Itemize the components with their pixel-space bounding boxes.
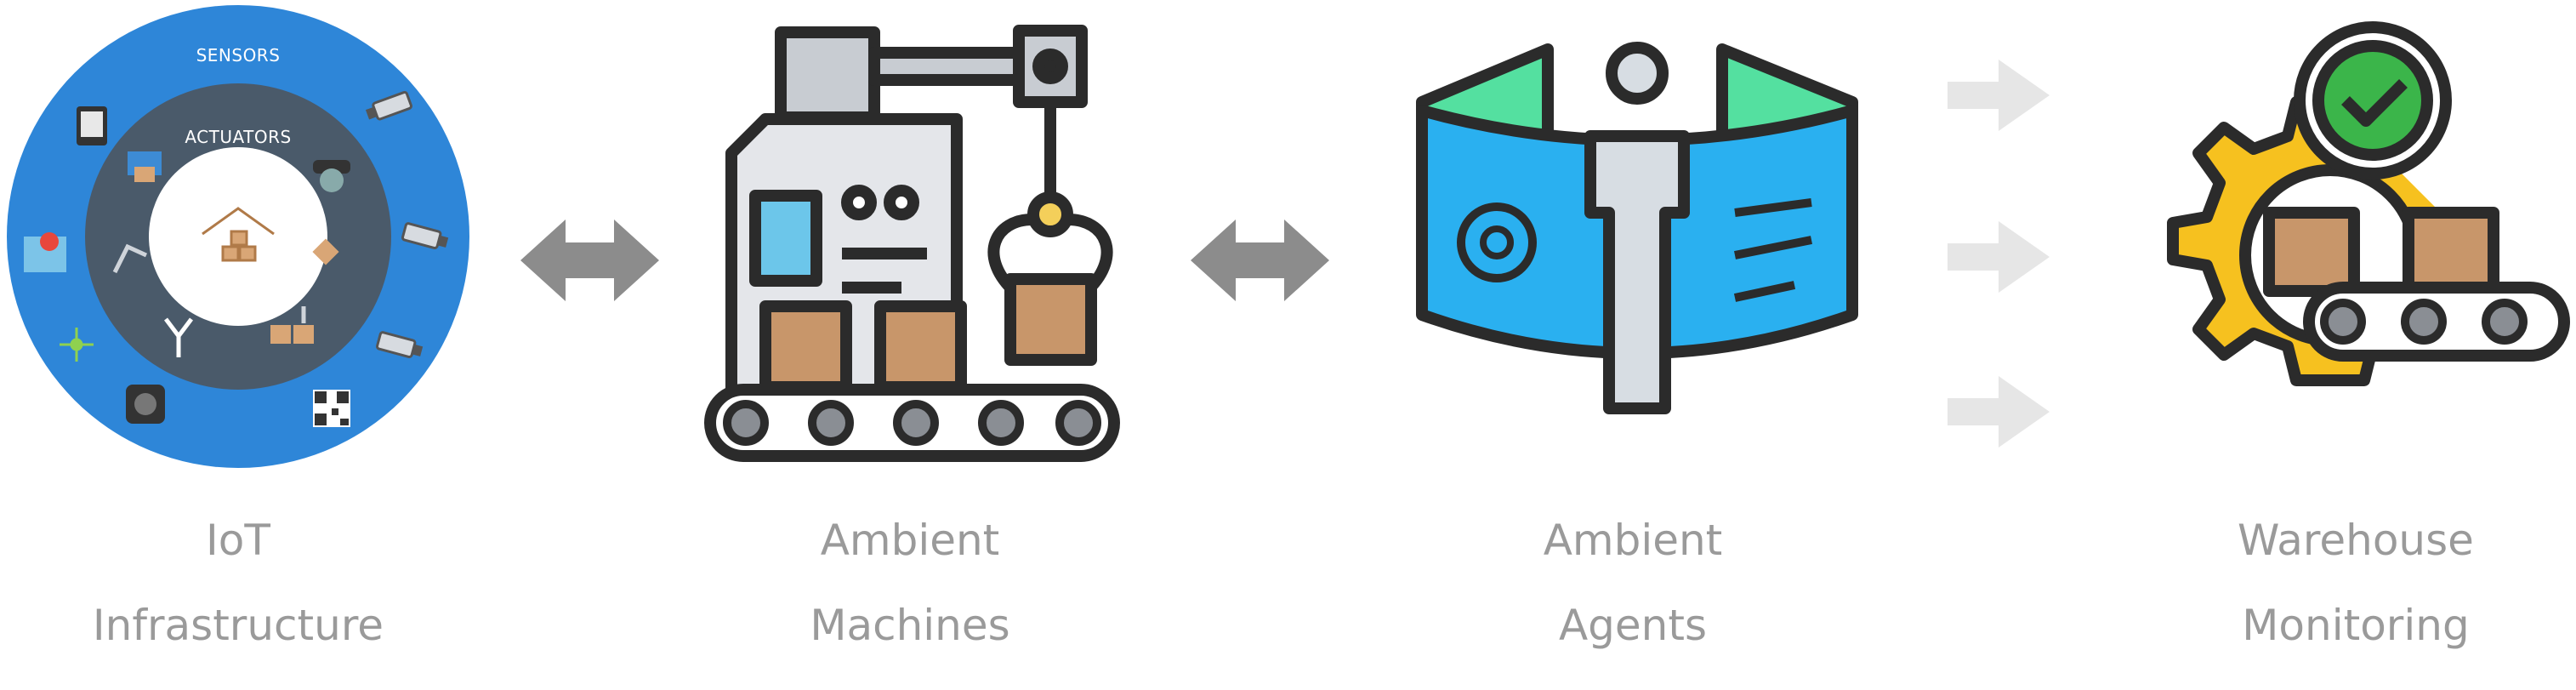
warehouse-boxes-icon (202, 207, 275, 262)
arm-pick-box-icon (270, 306, 314, 344)
warehouse-caption: Warehouse Monitoring (2118, 498, 2576, 668)
camera-sensor-icon (401, 222, 449, 250)
camera-sensor-icon (365, 90, 412, 121)
conveyor-box-icon (312, 238, 339, 265)
warehouse-caption-line2: Monitoring (2242, 601, 2470, 650)
agents-caption-line2: Agents (1558, 601, 1708, 650)
agents-caption: Ambient Agents (1395, 498, 1871, 668)
right-arrow-icon (1948, 376, 2050, 448)
holographic-person-icon (1416, 42, 1858, 414)
right-arrow-icon (1948, 221, 2050, 293)
agents-caption-line1: Ambient (1543, 516, 1723, 565)
crosshair-sensor-icon (60, 328, 94, 362)
iot-caption: IoT Infrastructure (0, 498, 476, 668)
camera-sensor-icon (375, 331, 424, 359)
tablet-sensor-icon (77, 106, 107, 145)
iot-caption-line2: Infrastructure (92, 601, 384, 650)
actuators-label: ACTUATORS (185, 127, 291, 147)
machines-caption-line2: Machines (810, 601, 1010, 650)
iot-caption-line1: IoT (206, 516, 270, 565)
qr-code-icon (313, 390, 350, 427)
machines-caption-line1: Ambient (820, 516, 1000, 565)
double-arrow-icon (1191, 220, 1329, 301)
machines-caption: Ambient Machines (672, 498, 1148, 668)
robot-arm-factory-icon (704, 25, 1120, 462)
iot-circle-diagram: SENSORS ACTUATORS (7, 5, 469, 468)
speaker-sensor-icon (126, 385, 165, 424)
gear-conveyor-check-icon (2167, 21, 2570, 386)
robot-arm-icon (112, 243, 148, 274)
right-arrow-icon (1948, 60, 2050, 131)
map-pin-icon (24, 232, 66, 272)
delivery-robot-icon (128, 151, 162, 182)
warehouse-caption-line1: Warehouse (2238, 516, 2474, 565)
branch-arrow-icon (164, 317, 193, 357)
double-arrow-icon (520, 220, 659, 301)
sensors-label: SENSORS (196, 45, 281, 66)
vr-headset-icon (313, 160, 350, 192)
